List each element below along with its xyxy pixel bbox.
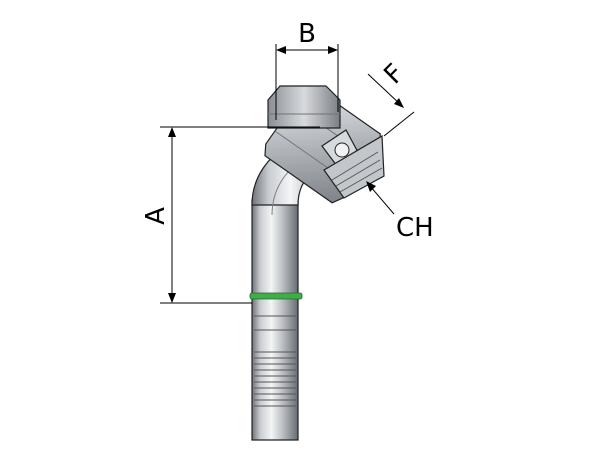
seal-ball bbox=[334, 142, 350, 158]
dimension-b: B bbox=[275, 19, 339, 120]
dimension-ch: CH bbox=[366, 181, 434, 243]
dimension-ch-label: CH bbox=[396, 213, 434, 243]
dimension-f-label: F bbox=[378, 58, 410, 90]
dimension-a-label: A bbox=[141, 207, 171, 225]
nut-top-face bbox=[267, 85, 341, 129]
ferrule-serrations bbox=[254, 315, 296, 407]
dimension-b-label: B bbox=[298, 19, 316, 49]
dimension-f: F bbox=[367, 58, 415, 137]
fitting-part bbox=[249, 85, 385, 441]
green-ring bbox=[249, 292, 303, 300]
ferrule-body bbox=[251, 199, 299, 441]
dimension-a: A bbox=[141, 126, 320, 304]
